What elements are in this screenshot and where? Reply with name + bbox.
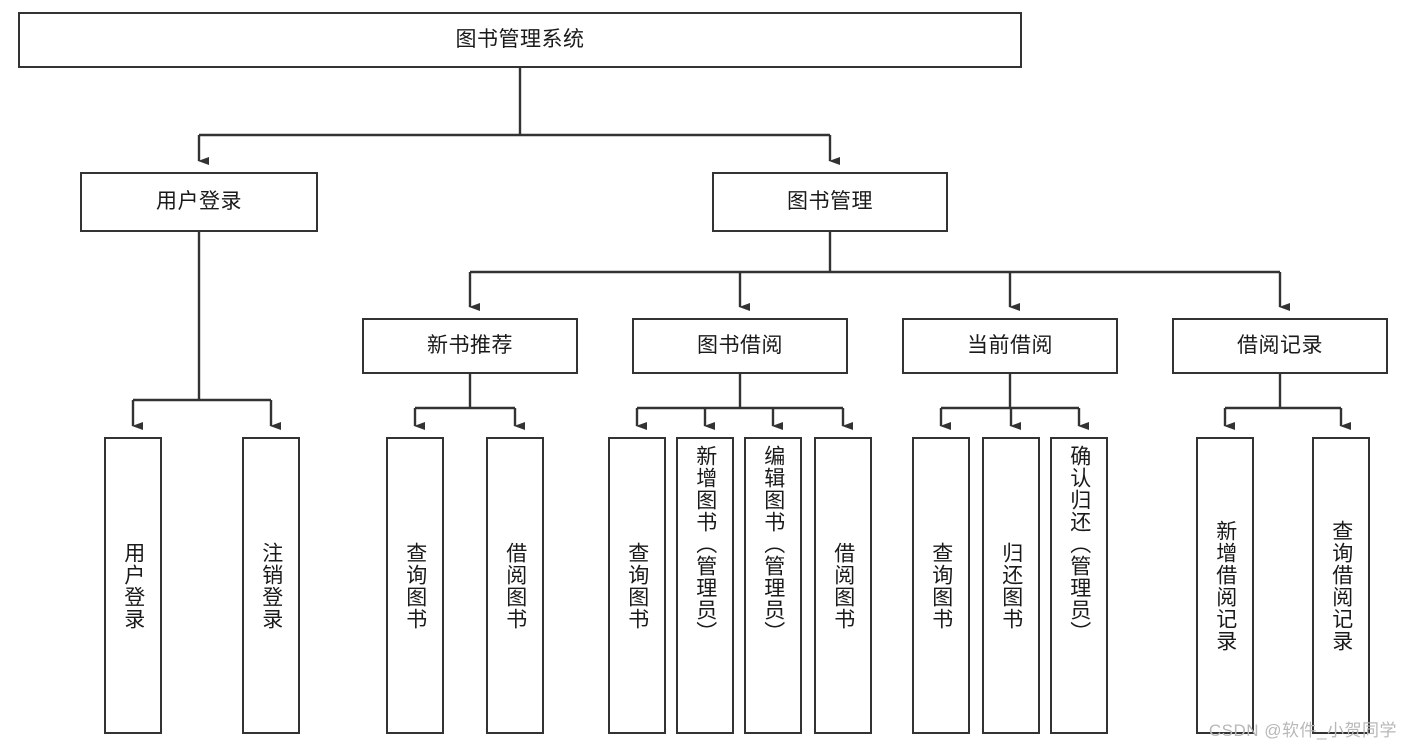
- node-borrow-record[interactable]: 借阅记录: [1172, 318, 1388, 374]
- node-leaf-query-book-borrow-label: 查询图书: [625, 541, 649, 630]
- node-leaf-add-book[interactable]: 新增图书（管理员）: [676, 437, 734, 734]
- node-leaf-borrow-book-label: 借阅图书: [831, 541, 855, 630]
- node-leaf-add-book-label: 新增图书（管理员）: [693, 445, 717, 643]
- node-current-borrow-label: 当前借阅: [967, 334, 1053, 358]
- node-leaf-return-book[interactable]: 归还图书: [982, 437, 1040, 734]
- node-current-borrow[interactable]: 当前借阅: [902, 318, 1118, 374]
- node-leaf-query-book-borrow[interactable]: 查询图书: [608, 437, 666, 734]
- node-root-label: 图书管理系统: [455, 28, 585, 52]
- node-leaf-borrow-book-rec[interactable]: 借阅图书: [486, 437, 544, 734]
- node-book-borrow-label: 图书借阅: [697, 334, 783, 358]
- node-leaf-logout-label: 注销登录: [259, 541, 283, 630]
- node-leaf-query-record[interactable]: 查询借阅记录: [1312, 437, 1370, 734]
- node-leaf-add-record[interactable]: 新增借阅记录: [1196, 437, 1254, 734]
- node-leaf-add-record-label: 新增借阅记录: [1213, 519, 1237, 652]
- node-user-login-label: 用户登录: [156, 190, 242, 214]
- node-root[interactable]: 图书管理系统: [18, 12, 1022, 68]
- csdn-watermark: CSDN @软件_小贺同学: [1208, 721, 1397, 740]
- node-leaf-edit-book[interactable]: 编辑图书（管理员）: [744, 437, 802, 734]
- node-leaf-user-login-label: 用户登录: [121, 541, 145, 630]
- node-leaf-query-book-cur[interactable]: 查询图书: [912, 437, 970, 734]
- node-new-book-recommend[interactable]: 新书推荐: [362, 318, 578, 374]
- node-leaf-user-login[interactable]: 用户登录: [104, 437, 162, 734]
- node-leaf-confirm-return[interactable]: 确认归还（管理员）: [1050, 437, 1108, 734]
- node-leaf-return-book-label: 归还图书: [999, 541, 1023, 630]
- node-leaf-query-record-label: 查询借阅记录: [1329, 519, 1353, 652]
- node-new-book-recommend-label: 新书推荐: [427, 334, 513, 358]
- node-borrow-record-label: 借阅记录: [1237, 334, 1323, 358]
- node-book-manage-label: 图书管理: [787, 190, 873, 214]
- node-leaf-edit-book-label: 编辑图书（管理员）: [761, 445, 785, 643]
- node-leaf-confirm-return-label: 确认归还（管理员）: [1067, 445, 1091, 643]
- node-leaf-logout[interactable]: 注销登录: [242, 437, 300, 734]
- node-leaf-query-book-rec[interactable]: 查询图书: [386, 437, 444, 734]
- node-leaf-query-book-cur-label: 查询图书: [929, 541, 953, 630]
- node-book-borrow[interactable]: 图书借阅: [632, 318, 848, 374]
- node-user-login[interactable]: 用户登录: [80, 172, 318, 232]
- node-leaf-borrow-book-rec-label: 借阅图书: [503, 541, 527, 630]
- node-leaf-borrow-book[interactable]: 借阅图书: [814, 437, 872, 734]
- node-book-manage[interactable]: 图书管理: [712, 172, 948, 232]
- node-leaf-query-book-rec-label: 查询图书: [403, 541, 427, 630]
